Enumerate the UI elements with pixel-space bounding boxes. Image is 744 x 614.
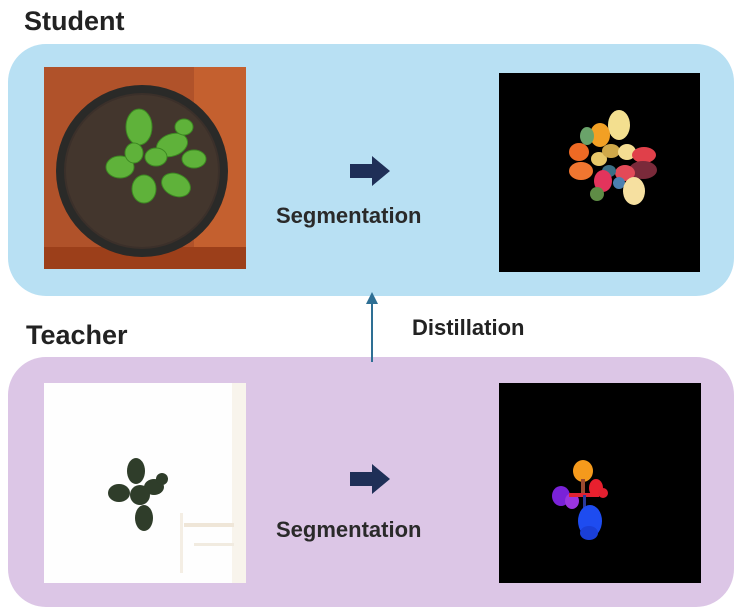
teacher-segmentation-label: Segmentation — [276, 517, 422, 542]
arrow-right-icon — [350, 156, 390, 186]
teacher-title: Teacher — [26, 320, 128, 350]
student-input-image — [44, 67, 246, 269]
teacher-segmentation-mask — [499, 383, 701, 583]
distillation-label: Distillation — [412, 315, 525, 340]
student-segmentation-label: Segmentation — [276, 203, 422, 228]
arrow-up-icon — [362, 292, 382, 362]
teacher-input-image — [44, 383, 246, 583]
arrow-right-icon — [350, 464, 390, 494]
student-title: Student — [24, 6, 125, 36]
student-segmentation-mask — [499, 73, 700, 272]
